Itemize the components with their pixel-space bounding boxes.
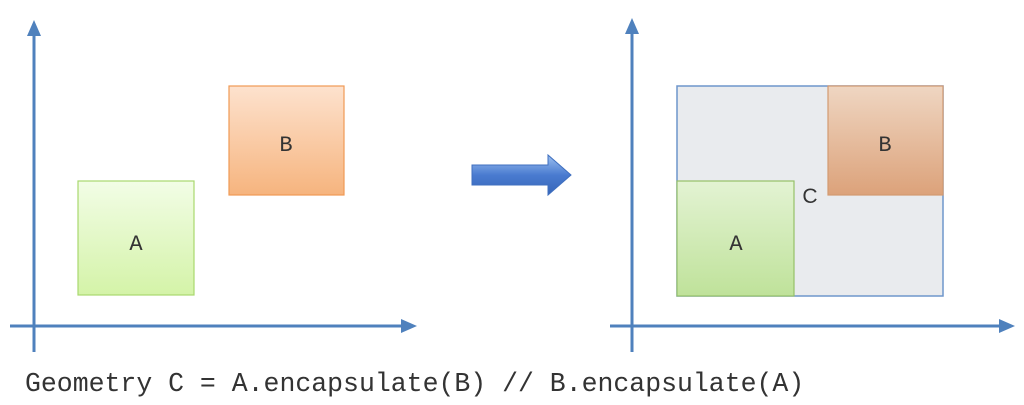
transition-arrow bbox=[471, 153, 572, 197]
right-x-axis bbox=[610, 319, 1015, 333]
right-box-a-label: A bbox=[729, 232, 743, 257]
left-y-axis bbox=[27, 20, 41, 352]
right-y-axis bbox=[625, 18, 639, 352]
left-box-a-label: A bbox=[129, 232, 143, 257]
right-box-b-label: B bbox=[878, 133, 891, 158]
right-box-b bbox=[827, 85, 944, 196]
left-box-b-label: B bbox=[279, 133, 292, 158]
left-box-b bbox=[228, 85, 345, 196]
caption-code: Geometry C = A.encapsulate(B) // B.encap… bbox=[25, 369, 804, 399]
left-box-a bbox=[77, 180, 195, 296]
right-box-a bbox=[676, 180, 795, 297]
envelope-label-c: C bbox=[802, 185, 817, 208]
left-panel: B A bbox=[10, 20, 417, 352]
left-x-axis bbox=[10, 319, 417, 333]
right-panel: B A C bbox=[610, 18, 1015, 352]
